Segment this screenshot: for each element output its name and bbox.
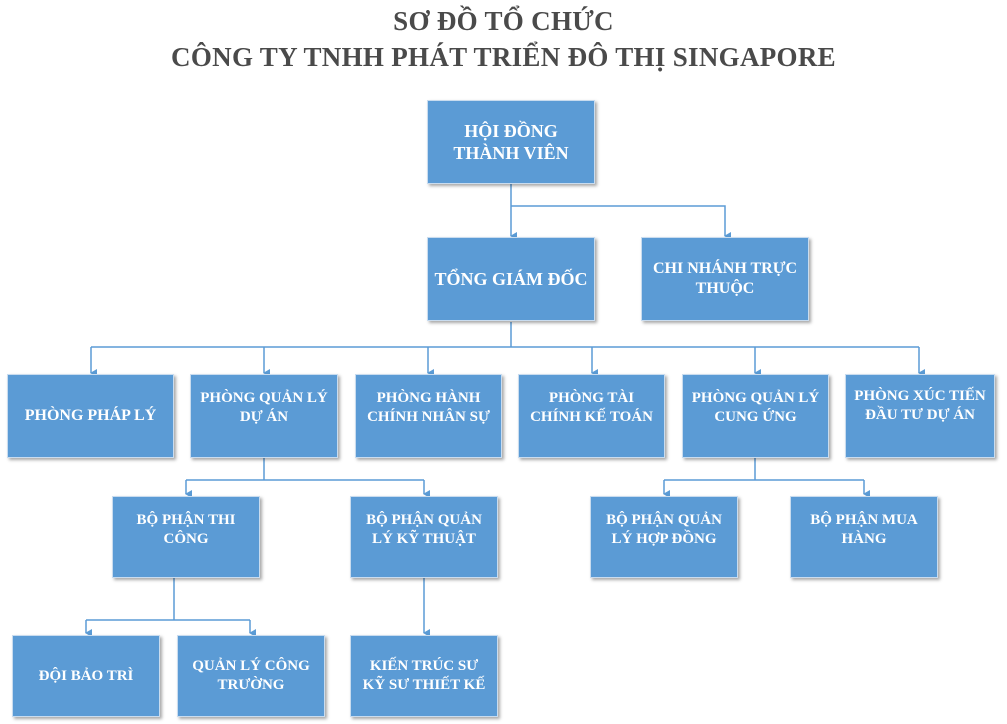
node-phong-hanh-chinh-nhan-su: PHÒNG HÀNH CHÍNH NHÂN SỰ [355, 374, 502, 458]
node-phong-quan-ly-cung-ung: PHÒNG QUẢN LÝ CUNG ỨNG [682, 374, 829, 458]
node-kien-truc-su-ky-su-thiet-ke: KIẾN TRÚC SƯ KỸ SƯ THIẾT KẾ [350, 635, 498, 717]
node-chi-nhanh-truc-thuoc: CHI NHÁNH TRỰC THUỘC [641, 237, 809, 321]
node-quan-ly-cong-truong: QUẢN LÝ CÔNG TRƯỜNG [177, 635, 325, 717]
node-bo-phan-quan-ly-hop-dong: BỘ PHẬN QUẢN LÝ HỢP ĐỒNG [590, 496, 738, 578]
node-doi-bao-tri: ĐỘI BẢO TRÌ [12, 635, 160, 717]
node-phong-tai-chinh-ke-toan: PHÒNG TÀI CHÍNH KẾ TOÁN [518, 374, 665, 458]
node-tong-giam-doc: TỔNG GIÁM ĐỐC [427, 237, 595, 321]
node-phong-quan-ly-du-an: PHÒNG QUẢN LÝ DỰ ÁN [190, 374, 338, 458]
node-bo-phan-quan-ly-ky-thuat: BỘ PHẬN QUẢN LÝ KỸ THUẬT [350, 496, 498, 578]
chart-title-line1: SƠ ĐỒ TỔ CHỨC [393, 6, 614, 36]
chart-title-line2: CÔNG TY TNHH PHÁT TRIỂN ĐÔ THỊ SINGAPORE [171, 42, 836, 72]
node-hoi-dong-thanh-vien: HỘI ĐỒNG THÀNH VIÊN [427, 100, 595, 184]
node-phong-phap-ly: PHÒNG PHÁP LÝ [7, 374, 174, 458]
node-phong-xuc-tien-dau-tu-du-an: PHÒNG XÚC TIẾN ĐẦU TƯ DỰ ÁN [845, 374, 995, 458]
node-bo-phan-mua-hang: BỘ PHẬN MUA HÀNG [790, 496, 938, 578]
node-bo-phan-thi-cong: BỘ PHẬN THI CÔNG [112, 496, 260, 578]
